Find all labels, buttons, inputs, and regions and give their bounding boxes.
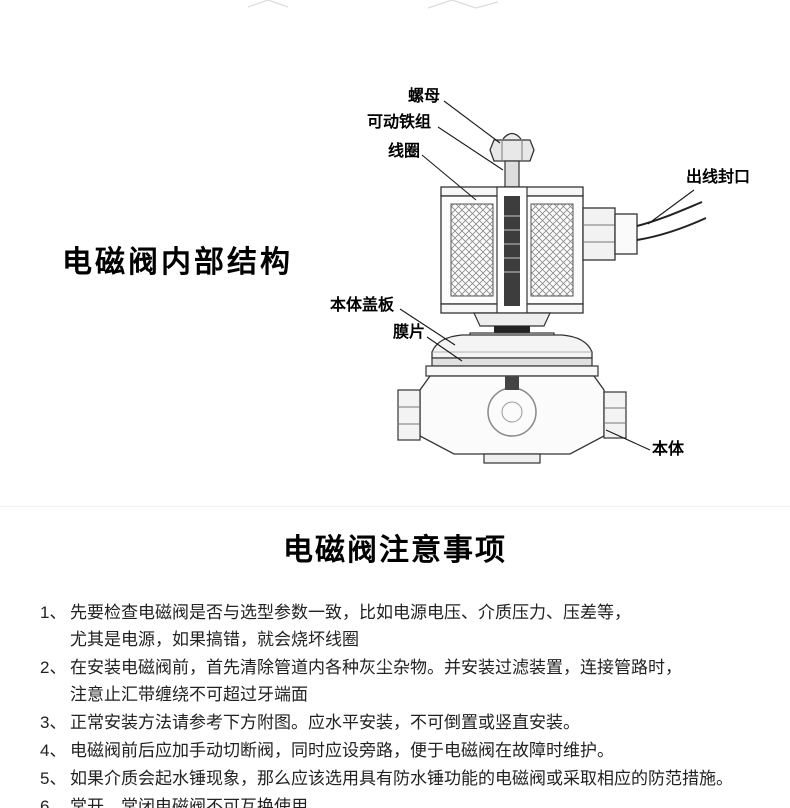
- note-number: 3、: [40, 713, 67, 732]
- cover-plate: [431, 334, 593, 359]
- note-item: 1、 先要检查电磁阀是否与选型参数一致，比如电源电压、介质压力、压差等， 尤其是…: [40, 599, 762, 653]
- leader-lines: [399, 100, 695, 451]
- note-item: 2、 在安装电磁阀前，首先清除管道内各种灰尘杂物。并安装过滤装置，连接管路时， …: [40, 654, 762, 708]
- note-text: 如果介质会起水锤现象，那么应该选用具有防水锤功能的电磁阀或采取相应的防范措施。: [70, 769, 733, 788]
- note-text: 电磁阀前后应加手动切断阀，同时应设旁路，便于电磁阀在故障时维护。: [70, 741, 614, 760]
- valve-body: [397, 365, 627, 464]
- note-number: 2、: [40, 658, 67, 677]
- note-number: 5、: [40, 769, 67, 788]
- note-text: 常开、常闭电磁阀不可互换使用: [70, 797, 308, 808]
- note-item: 5、 如果介质会起水锤现象，那么应该选用具有防水锤功能的电磁阀或采取相应的防范措…: [40, 765, 762, 792]
- note-text: 在安装电磁阀前，首先清除管道内各种灰尘杂物。并安装过滤装置，连接管路时， 注意止…: [70, 658, 682, 704]
- top-edge-remnant: [247, 0, 499, 9]
- plunger: [504, 196, 520, 306]
- wire-outlet-label: 出线封口: [686, 169, 751, 186]
- notes-section: 电磁阀注意事项 1、 先要检查电磁阀是否与选型参数一致，比如电源电压、介质压力、…: [0, 507, 790, 808]
- note-text: 先要检查电磁阀是否与选型参数一致，比如电源电压、介质压力、压差等， 尤其是电源，…: [70, 603, 631, 649]
- note-item: 3、 正常安装方法请参考下方附图。应水平安装，不可倒置或竖直安装。: [40, 709, 762, 736]
- notes-title: 电磁阀注意事项: [283, 534, 507, 567]
- diaphragm-label: 膜片: [393, 324, 426, 341]
- body-label: 本体: [652, 441, 685, 458]
- diaphragm: [431, 357, 593, 367]
- diagram-title: 电磁阀内部结构: [62, 246, 293, 279]
- note-number: 4、: [40, 741, 67, 760]
- note-item: 4、 电磁阀前后应加手动切断阀，同时应设旁路，便于电磁阀在故障时维护。: [40, 737, 762, 764]
- movable-iron-label: 可动铁组: [367, 114, 432, 131]
- valve-diagram-section: 电磁阀内部结构 螺母 可动铁组 线圈 出线封口 本体盖板 膜片 本体: [0, 0, 790, 507]
- valve-diagram: [247, 0, 707, 464]
- nut: [489, 132, 535, 188]
- notes-list: 1、 先要检查电磁阀是否与选型参数一致，比如电源电压、介质压力、压差等， 尤其是…: [0, 599, 790, 808]
- note-item: 6、 常开、常闭电磁阀不可互换使用: [40, 793, 762, 808]
- nut-label: 螺母: [408, 88, 441, 105]
- wires: [636, 201, 707, 241]
- note-number: 6、: [40, 797, 67, 808]
- coil-label: 线圈: [388, 143, 421, 160]
- note-text: 正常安装方法请参考下方附图。应水平安装，不可倒置或竖直安装。: [70, 713, 580, 732]
- note-number: 1、: [40, 603, 67, 622]
- cover-plate-label: 本体盖板: [330, 297, 395, 314]
- wire-connector: [582, 207, 638, 261]
